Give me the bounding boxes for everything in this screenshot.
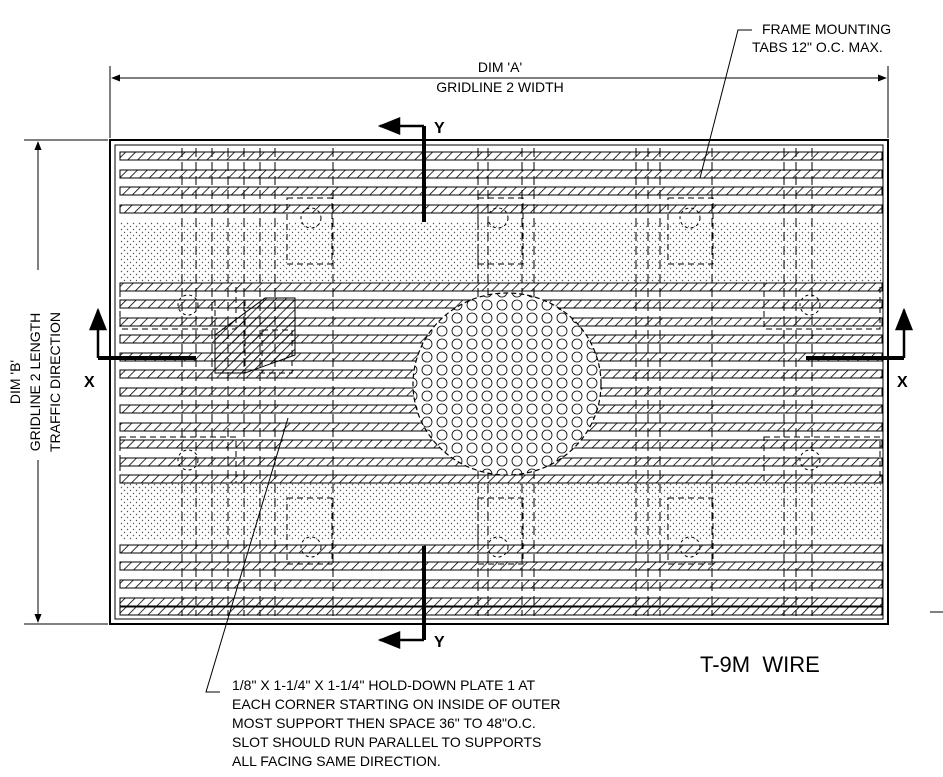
bolt-circles	[177, 207, 821, 558]
dim-b-label-line3: TRAFFIC DIRECTION	[47, 312, 63, 452]
bearing-bar	[119, 561, 883, 571]
dim-a-label-line1: DIM 'A'	[478, 59, 522, 75]
dim-a-line	[109, 66, 889, 138]
hold-down-hatch-zone	[214, 297, 296, 374]
section-x-cut	[89, 307, 913, 360]
bearing-bar	[119, 169, 883, 179]
dim-b-label-line2: GRIDLINE 2 LENGTH	[27, 313, 43, 451]
note-line-5: ALL FACING SAME DIRECTION.	[232, 753, 441, 769]
note-line-2: EACH CORNER STARTING ON INSIDE OF OUTER	[232, 696, 561, 712]
bearing-bar	[119, 606, 883, 616]
section-y-label-top: Y	[434, 120, 445, 137]
leader-lines	[205, 29, 943, 693]
note-line-4: SLOT SHOULD RUN PARALLEL TO SUPPORTS	[232, 734, 541, 750]
bearing-bar	[119, 579, 883, 589]
bearing-bar	[119, 204, 883, 214]
bearing-bar	[119, 282, 883, 292]
frame-tabs-label-line2: TABS 12" O.C. MAX.	[752, 39, 883, 55]
bearing-bar	[119, 474, 883, 484]
section-y-cut	[377, 117, 426, 649]
stippled-panels	[120, 222, 882, 540]
note-line-3: MOST SUPPORT THEN SPACE 36" TO 48"O.C.	[232, 715, 536, 731]
bearing-bar	[119, 597, 883, 607]
dim-b-label-line1: DIM 'B'	[7, 360, 23, 404]
section-x-label-left: X	[84, 374, 95, 391]
section-x-label-right: X	[897, 374, 908, 391]
bearing-bar	[119, 544, 883, 554]
bearing-bar	[119, 186, 883, 196]
frame-tabs-label-line1: FRAME MOUNTING	[762, 21, 891, 37]
bearing-bar	[119, 151, 883, 161]
dim-b-label-mask	[6, 270, 70, 460]
center-cutout	[412, 292, 602, 476]
note-line-1: 1/8" X 1-1/4" X 1-1/4" HOLD-DOWN PLATE 1…	[232, 677, 535, 693]
dim-a-label-line2: GRIDLINE 2 WIDTH	[436, 79, 564, 95]
drawing-id: T-9M WIRE	[700, 652, 820, 677]
section-y-label-bottom: Y	[434, 634, 445, 651]
